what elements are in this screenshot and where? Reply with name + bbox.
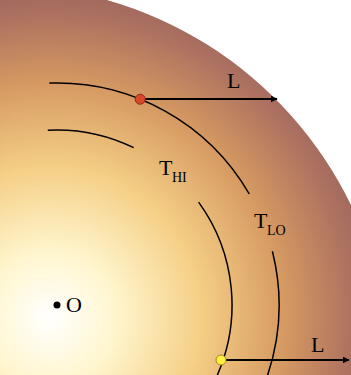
temperature-symbol: T: [254, 210, 267, 232]
yellow-point: [216, 355, 226, 365]
length-label: L: [227, 70, 240, 92]
temperature-subscript: HI: [172, 171, 187, 185]
isotherm-lo: [266, 251, 279, 375]
temperature-subscript: LO: [267, 224, 286, 238]
temperature-symbol: T: [159, 157, 172, 179]
length-arrow: [221, 359, 349, 361]
red-point: [135, 94, 145, 104]
origin-label: O: [66, 294, 82, 316]
origin-dot: [54, 302, 61, 309]
isotherm-hi: [199, 202, 232, 375]
length-arrow: [140, 98, 277, 100]
isotherm-hi: [48, 130, 134, 148]
length-label: L: [311, 334, 324, 356]
